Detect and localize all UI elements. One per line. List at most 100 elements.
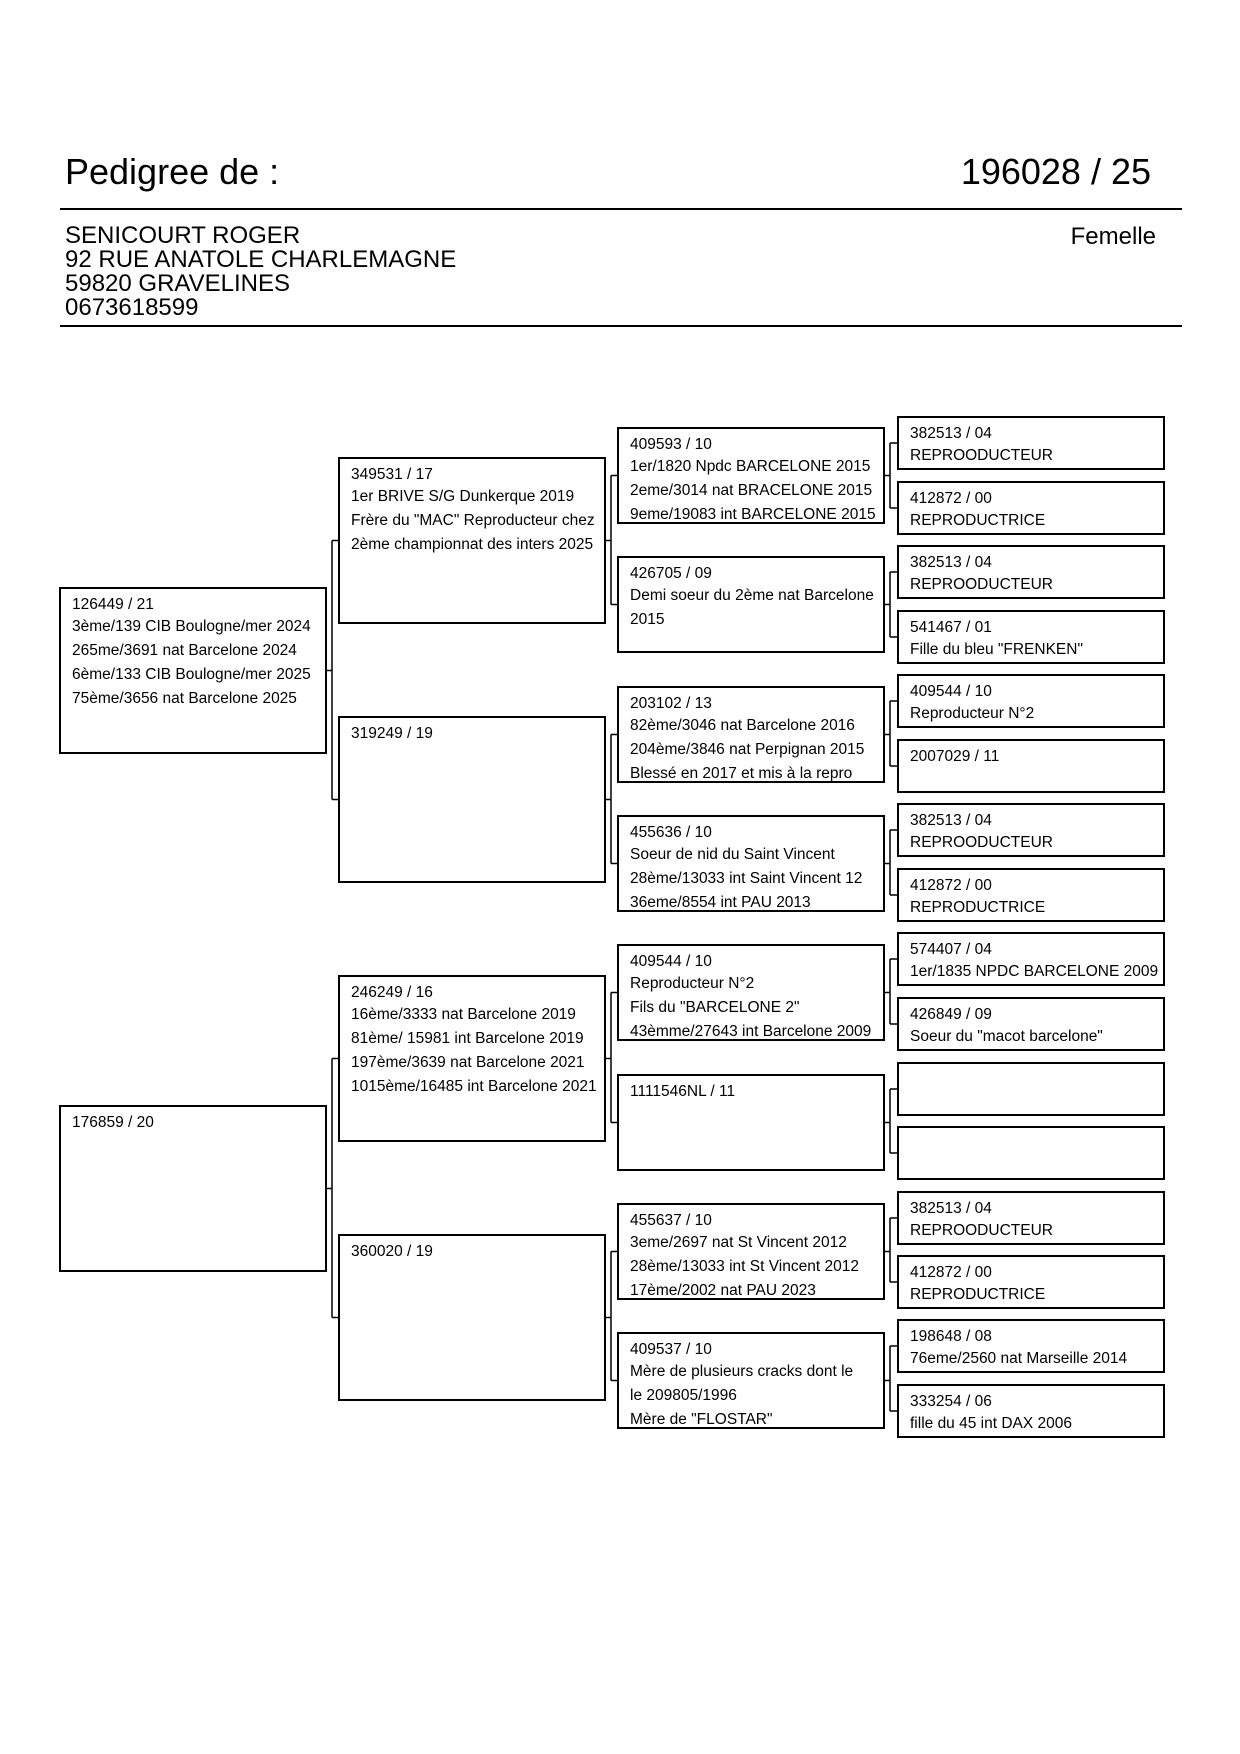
performance-note: 76eme/2560 nat Marseille 2014 <box>910 1350 1128 1367</box>
great-great-grandparent-box <box>897 1062 1165 1116</box>
ring-number: 2007029 / 11 <box>910 748 1000 765</box>
performance-note: Soeur du "macot barcelone" <box>910 1028 1103 1045</box>
parent-box: 126449 / 21 3ème/139 CIB Boulogne/mer 202… <box>59 587 327 754</box>
ring-number: 412872 / 00 <box>910 1264 992 1281</box>
ring-number: 1111546NL / 11 <box>630 1083 736 1100</box>
performance-note: 197ème/3639 nat Barcelone 2021 <box>351 1054 585 1071</box>
performance-note: Frère du "MAC" Reproducteur chez <box>351 512 595 529</box>
grandparent-box: 360020 / 19 <box>338 1234 606 1401</box>
owner-name: SENICOURT ROGER <box>65 222 301 249</box>
performance-note: 2ème championnat des inters 2025 <box>351 536 594 553</box>
performance-note: 1er/1820 Npdc BARCELONE 2015 <box>630 458 871 475</box>
ring-number: 412872 / 00 <box>910 490 992 507</box>
performance-note: 16ème/3333 nat Barcelone 2019 <box>351 1006 576 1023</box>
performance-note: fille du 45 int DAX 2006 <box>910 1415 1072 1432</box>
ring-number: 319249 / 19 <box>351 725 433 742</box>
ring-number: 349531 / 17 <box>351 466 433 483</box>
performance-note: Mère de plusieurs cracks dont le <box>630 1363 854 1380</box>
owner-city: 59820 GRAVELINES <box>65 270 291 297</box>
ring-number: 382513 / 04 <box>910 425 992 442</box>
ring-number: 203102 / 13 <box>630 695 712 712</box>
parent-box: 176859 / 20 <box>59 1105 327 1272</box>
performance-note: Blessé en 2017 et mis à la repro <box>630 765 853 782</box>
ring-number: 426849 / 09 <box>910 1006 992 1023</box>
great-great-grandparent-box <box>897 1126 1165 1180</box>
performance-note: 9eme/19083 int BARCELONE 2015 <box>630 506 876 523</box>
ring-number: 412872 / 00 <box>910 877 992 894</box>
great-grandparent-box: 1111546NL / 11 <box>617 1074 885 1171</box>
ring-number: 246249 / 16 <box>351 984 433 1001</box>
performance-note: 204ème/3846 nat Perpignan 2015 <box>630 741 865 758</box>
ring-number: 426705 / 09 <box>630 565 712 582</box>
ring-number: 382513 / 04 <box>910 554 992 571</box>
performance-note: 2eme/3014 nat BRACELONE 2015 <box>630 482 873 499</box>
great-grandparent-box: 409537 / 10 Mère de plusieurs cracks dont… <box>617 1332 885 1429</box>
performance-note: REPROODUCTEUR <box>910 576 1053 593</box>
performance-note: REPROODUCTEUR <box>910 447 1053 464</box>
performance-note: 1er/1835 NPDC BARCELONE 2009 <box>910 963 1159 980</box>
ring-number: 409537 / 10 <box>630 1341 712 1358</box>
great-great-grandparent-box: 382513 / 04 REPROODUCTEUR <box>897 416 1165 470</box>
performance-note: Reproducteur N°2 <box>910 705 1035 722</box>
performance-note: Mère de "FLOSTAR" <box>630 1411 773 1428</box>
performance-note: Demi soeur du 2ème nat Barcelone <box>630 587 874 604</box>
great-grandparent-box: 455637 / 10 3eme/2697 nat St Vincent 2012… <box>617 1203 885 1300</box>
performance-note: 1015ème/16485 int Barcelone 2021 <box>351 1078 597 1095</box>
performance-note: 75ème/3656 nat Barcelone 2025 <box>72 690 297 707</box>
performance-note: 17ème/2002 nat PAU 2023 <box>630 1282 816 1299</box>
great-grandparent-box: 455636 / 10 Soeur de nid du Saint Vincent… <box>617 815 885 912</box>
ring-number <box>910 1132 1163 1154</box>
great-great-grandparent-box: 412872 / 00 REPRODUCTRICE <box>897 868 1165 922</box>
ring-number: 176859 / 20 <box>72 1114 154 1131</box>
ring-number: 360020 / 19 <box>351 1243 433 1260</box>
performance-note: 82ème/3046 nat Barcelone 2016 <box>630 717 855 734</box>
owner-block: SENICOURT ROGER 92 RUE ANATOLE CHARLEMAG… <box>65 224 456 320</box>
ring-number: 455636 / 10 <box>630 824 712 841</box>
ring-number: 409544 / 10 <box>630 953 712 970</box>
great-grandparent-box: 426705 / 09 Demi soeur du 2ème nat Barcel… <box>617 556 885 653</box>
grandparent-box: 246249 / 16 16ème/3333 nat Barcelone 2019… <box>338 975 606 1142</box>
ring-number: 382513 / 04 <box>910 812 992 829</box>
great-great-grandparent-box: 382513 / 04 REPROODUCTEUR <box>897 545 1165 599</box>
performance-note: 2015 <box>630 611 665 628</box>
subject-ring-number: 196028 / 25 <box>960 151 1151 192</box>
performance-note: REPRODUCTRICE <box>910 512 1046 529</box>
grandparent-box: 319249 / 19 <box>338 716 606 883</box>
performance-note: Soeur de nid du Saint Vincent <box>630 846 835 863</box>
owner-street: 92 RUE ANATOLE CHARLEMAGNE <box>65 246 457 273</box>
subject-sex: Femelle <box>1070 223 1156 250</box>
ring-number: 382513 / 04 <box>910 1200 992 1217</box>
header-divider-bottom <box>60 325 1182 327</box>
great-great-grandparent-box: 409544 / 10 Reproducteur N°2 <box>897 674 1165 728</box>
performance-note: 28ème/13033 int St Vincent 2012 <box>630 1258 859 1275</box>
performance-note: 3eme/2697 nat St Vincent 2012 <box>630 1234 847 1251</box>
ring-number: 455637 / 10 <box>630 1212 712 1229</box>
performance-note: 3ème/139 CIB Boulogne/mer 2024 <box>72 618 311 635</box>
performance-note: 28ème/13033 int Saint Vincent 12 <box>630 870 863 887</box>
owner-phone: 0673618599 <box>65 294 199 321</box>
ring-number: 541467 / 01 <box>910 619 992 636</box>
great-great-grandparent-box: 198648 / 08 76eme/2560 nat Marseille 2014 <box>897 1319 1165 1373</box>
performance-note: 43èmme/27643 int Barcelone 2009 <box>630 1023 872 1040</box>
great-grandparent-box: 203102 / 13 82ème/3046 nat Barcelone 2016… <box>617 686 885 783</box>
performance-note: REPROODUCTEUR <box>910 834 1053 851</box>
performance-note: 81ème/ 15981 int Barcelone 2019 <box>351 1030 584 1047</box>
ring-number: 198648 / 08 <box>910 1328 992 1345</box>
great-great-grandparent-box: 412872 / 00 REPRODUCTRICE <box>897 1255 1165 1309</box>
performance-note: REPRODUCTRICE <box>910 1286 1046 1303</box>
great-grandparent-box: 409593 / 10 1er/1820 Npdc BARCELONE 2015 2… <box>617 427 885 524</box>
ring-number: 126449 / 21 <box>72 596 154 613</box>
ring-number: 409544 / 10 <box>910 683 992 700</box>
performance-note: le 209805/1996 <box>630 1387 737 1404</box>
ring-number: 409593 / 10 <box>630 436 712 453</box>
great-great-grandparent-box: 426849 / 09 Soeur du "macot barcelone" <box>897 997 1165 1051</box>
performance-note: Reproducteur N°2 <box>630 975 755 992</box>
ring-number <box>910 1068 1163 1090</box>
header-divider-top <box>60 208 1182 210</box>
performance-note: REPRODUCTRICE <box>910 899 1046 916</box>
